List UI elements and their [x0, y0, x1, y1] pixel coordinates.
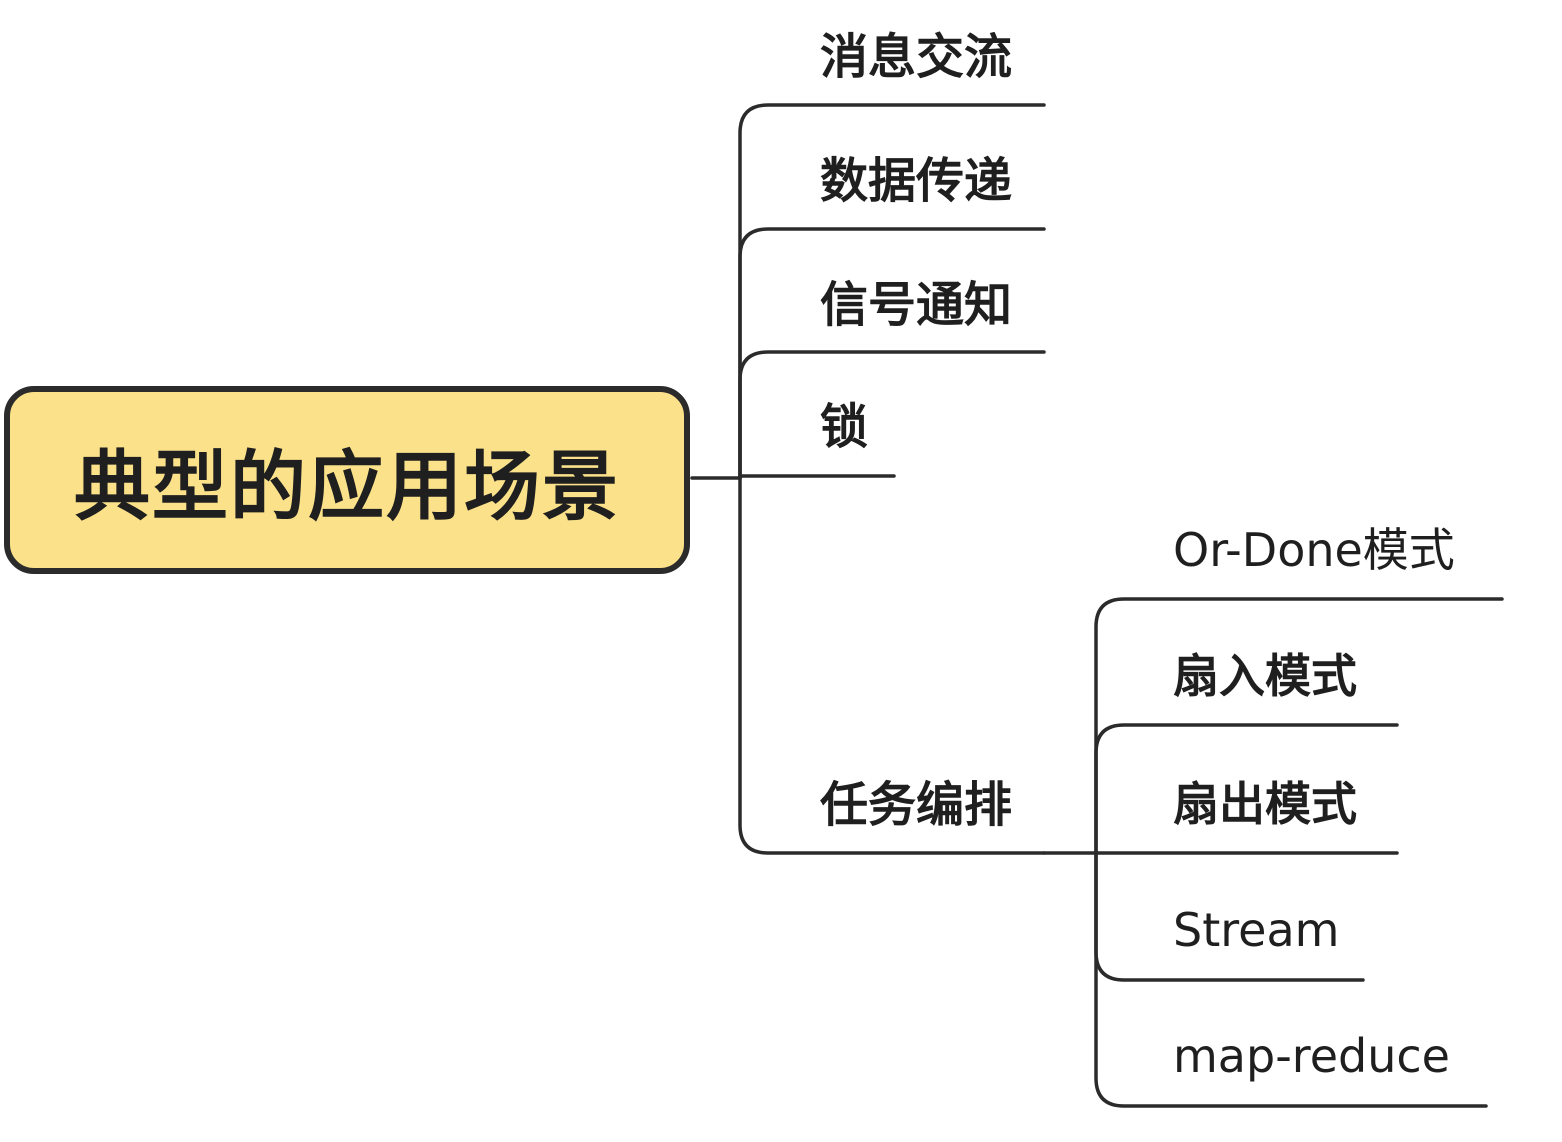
sub-branch-line-5	[1094, 851, 1488, 1108]
sub-label-or-done[interactable]: Or-Done模式	[1173, 523, 1455, 577]
branch-line-1	[738, 103, 1046, 480]
branch-label-message-exchange[interactable]: 消息交流	[820, 29, 1013, 85]
sub-label-stream[interactable]: Stream	[1173, 903, 1340, 957]
branch-label-task-orchestration[interactable]: 任务编排	[820, 777, 1013, 833]
branch-line-3	[738, 350, 1046, 480]
branch-label-data-transfer[interactable]: 数据传递	[820, 153, 1013, 209]
branch-label-signal-notification[interactable]: 信号通知	[820, 277, 1013, 333]
root-label: 典型的应用场景	[74, 442, 620, 531]
branch-label-lock[interactable]: 锁	[820, 399, 869, 455]
sub-branch-line-2	[1094, 723, 1399, 855]
sub-label-fan-in[interactable]: 扇入模式	[1173, 649, 1357, 703]
branch-line-2	[738, 227, 1046, 480]
sub-branch-line-1	[1094, 597, 1504, 855]
root-node[interactable]: 典型的应用场景	[4, 386, 690, 574]
sub-label-fan-out[interactable]: 扇出模式	[1173, 777, 1357, 831]
branch-line-5	[738, 476, 1046, 855]
sub-label-map-reduce[interactable]: map-reduce	[1173, 1029, 1450, 1083]
